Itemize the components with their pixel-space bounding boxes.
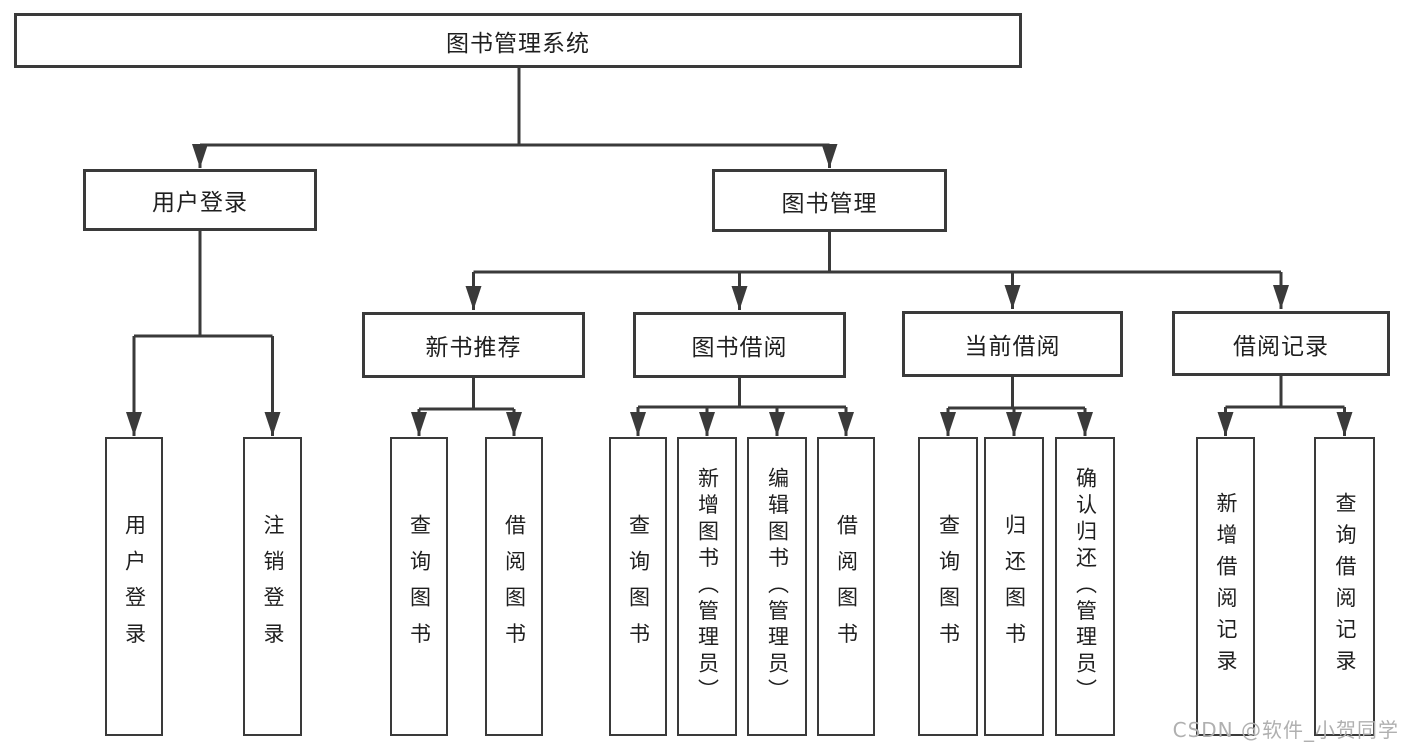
leaf-logout-label: 注销登录 <box>261 514 285 659</box>
node-borrow-records-label: 借阅记录 <box>1233 333 1329 360</box>
node-root: 图书管理系统 <box>14 13 1022 68</box>
node-current-borrow-label: 当前借阅 <box>964 334 1061 360</box>
node-book-management-label: 图书管理 <box>781 190 878 217</box>
leaf-query-books-2: 查询图书 <box>609 437 667 736</box>
leaf-edit-books-admin-label: 编辑图书（管理员） <box>765 467 790 706</box>
node-book-borrow-label: 图书借阅 <box>691 335 788 361</box>
leaf-query-books-1: 查询图书 <box>390 437 448 736</box>
leaf-user-login: 用户登录 <box>105 437 163 736</box>
leaf-add-books-admin-label: 新增图书（管理员） <box>695 467 720 706</box>
leaf-add-books-admin: 新增图书（管理员） <box>677 437 737 736</box>
leaf-query-books-2-label: 查询图书 <box>626 514 651 659</box>
leaf-confirm-return-admin: 确认归还（管理员） <box>1055 437 1115 736</box>
leaf-user-login-label: 用户登录 <box>122 514 147 659</box>
node-book-borrow: 图书借阅 <box>633 312 846 378</box>
leaf-return-books-label: 归还图书 <box>1002 514 1027 659</box>
leaf-query-borrow-record-label: 查询借阅记录 <box>1333 492 1357 681</box>
node-root-label: 图书管理系统 <box>446 30 590 57</box>
node-new-book-recommend: 新书推荐 <box>362 312 585 378</box>
node-current-borrow: 当前借阅 <box>902 311 1123 377</box>
node-user-login: 用户登录 <box>83 169 317 231</box>
node-borrow-records: 借阅记录 <box>1172 311 1390 376</box>
leaf-confirm-return-admin-label: 确认归还（管理员） <box>1073 467 1098 706</box>
leaf-borrow-books-2-label: 借阅图书 <box>834 514 859 659</box>
leaf-query-borrow-record: 查询借阅记录 <box>1314 437 1375 736</box>
csdn-watermark: CSDN @软件_小贺同学 <box>1172 718 1399 742</box>
leaf-query-books-3-label: 查询图书 <box>936 514 961 659</box>
leaf-return-books: 归还图书 <box>984 437 1044 736</box>
leaf-logout: 注销登录 <box>243 437 302 736</box>
leaf-borrow-books-1-label: 借阅图书 <box>502 514 527 659</box>
leaf-borrow-books-1: 借阅图书 <box>485 437 543 736</box>
leaf-query-books-3: 查询图书 <box>918 437 978 736</box>
leaf-add-borrow-record-label: 新增借阅记录 <box>1214 492 1238 681</box>
leaf-query-books-1-label: 查询图书 <box>407 514 432 659</box>
leaf-edit-books-admin: 编辑图书（管理员） <box>747 437 807 736</box>
node-user-login-label: 用户登录 <box>152 190 248 216</box>
node-new-book-recommend-label: 新书推荐 <box>425 335 522 361</box>
leaf-borrow-books-2: 借阅图书 <box>817 437 875 736</box>
leaf-add-borrow-record: 新增借阅记录 <box>1196 437 1255 736</box>
node-book-management: 图书管理 <box>712 169 947 232</box>
